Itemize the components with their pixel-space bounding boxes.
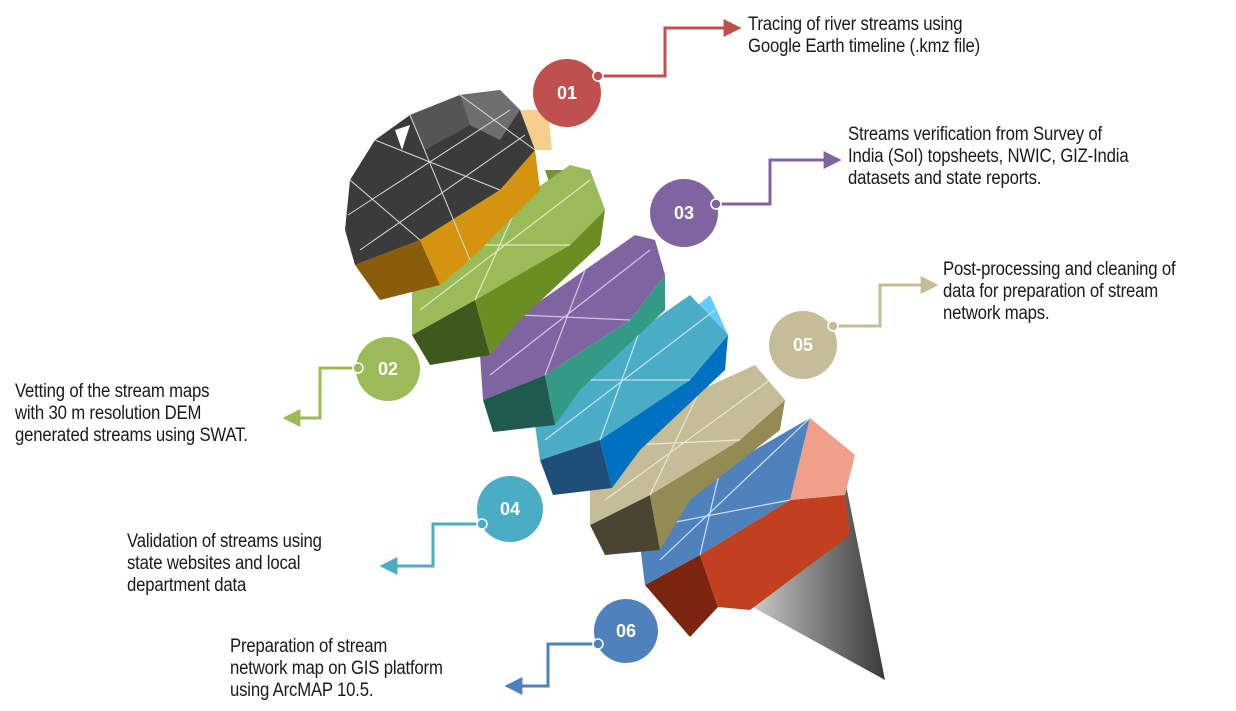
step-03-description: Streams verification from Survey of Indi… bbox=[848, 124, 1129, 189]
connector-01 bbox=[598, 19, 742, 78]
badge-02: 02 bbox=[352, 337, 420, 401]
badge-03-number: 03 bbox=[674, 203, 694, 223]
step-05-description: Post-processing and cleaning of data for… bbox=[943, 259, 1176, 324]
connector-04 bbox=[379, 522, 482, 575]
step-02-description: Vetting of the stream maps with 30 m res… bbox=[15, 381, 248, 446]
step-01-description: Tracing of river streams using Google Ea… bbox=[748, 14, 981, 57]
slab-06 bbox=[640, 417, 855, 637]
slab-top bbox=[345, 90, 552, 300]
slab-02 bbox=[412, 165, 605, 365]
connector-05 bbox=[833, 276, 939, 328]
badge-06: 06 bbox=[592, 599, 658, 663]
badge-05: 05 bbox=[769, 311, 839, 379]
connector-02 bbox=[282, 366, 358, 427]
slab-05 bbox=[590, 365, 785, 555]
badge-04: 04 bbox=[476, 476, 543, 542]
badge-03: 03 bbox=[650, 179, 722, 247]
slab-04 bbox=[535, 295, 728, 495]
badge-01-number: 01 bbox=[557, 83, 577, 103]
badge-05-number: 05 bbox=[793, 335, 813, 355]
slab-03 bbox=[480, 235, 665, 432]
step-04-description: Validation of streams using state websit… bbox=[127, 531, 322, 596]
connector-03 bbox=[716, 151, 842, 206]
connector-06 bbox=[504, 642, 598, 695]
badge-04-number: 04 bbox=[500, 499, 520, 519]
step-06-description: Preparation of stream network map on GIS… bbox=[230, 636, 443, 701]
badge-06-number: 06 bbox=[616, 621, 636, 641]
badge-01: 01 bbox=[533, 59, 604, 127]
badge-02-number: 02 bbox=[378, 359, 398, 379]
